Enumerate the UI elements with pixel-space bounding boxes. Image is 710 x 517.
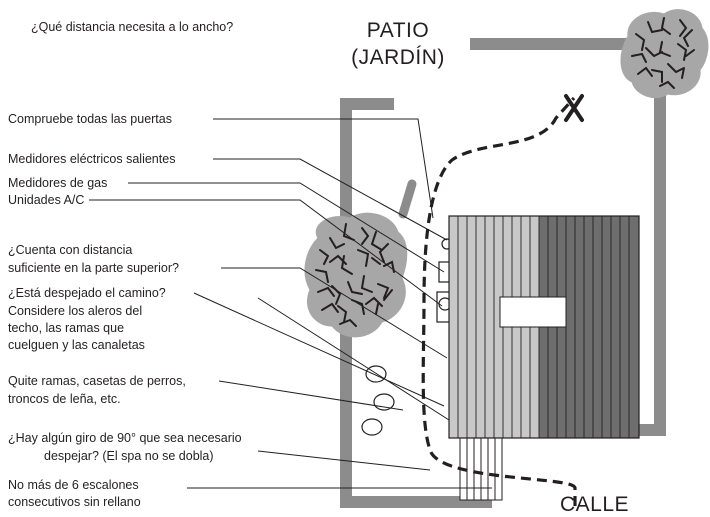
callout-turn-line1: ¿Hay algún giro de 90° que sea necesario [8,431,242,445]
callout-steps-line1: No más de 6 escalones [8,478,139,492]
spa [448,215,640,439]
callout-turn-line2: despejar? (El spa no se dobla) [44,449,214,463]
left-top-wall [340,98,394,110]
callout-path-clear: ¿Está despejado el camino? [8,286,166,300]
callout-top-clearance-line1: ¿Cuenta con distancia [8,243,133,257]
tree-right [620,9,709,98]
tree-left [304,212,408,338]
header-question: ¿Qué distancia necesita a lo ancho? [31,20,234,34]
right-wall [654,60,666,435]
callout-steps-line2: consecutivos sin rellano [8,495,141,509]
spa-label-panel [499,296,567,328]
calle-label: CALLE [560,493,630,516]
callout-remove-line2: troncos de leña, etc. [8,392,121,406]
delivery-path [421,96,577,506]
yard-walls [340,38,666,508]
callout-eaves-line3: cuelguen y las canaletas [8,338,145,352]
patio-top-wall [470,38,642,50]
right-bottom-wall [632,424,666,436]
leader-lines [89,118,492,489]
jardin-label: (JARDÍN) [351,46,445,69]
callout-ac-units: Unidades A/C [8,193,85,207]
patio-label: PATIO [366,19,430,42]
callout-gas-meters: Medidores de gas [8,176,108,190]
gate [398,179,417,219]
destination-x-mark [564,94,584,122]
callout-electric-meters: Medidores eléctricos salientes [8,152,176,166]
callout-remove-line1: Quite ramas, casetas de perros, [8,374,186,388]
callout-eaves-line1: Considere los aleros del [8,304,143,318]
callout-eaves-line2: techo, las ramas que [8,321,125,335]
callout-top-clearance-line2: suficiente en la parte superior? [8,261,179,275]
callout-doors: Compruebe todas las puertas [8,112,172,126]
bottom-wall [340,496,492,508]
